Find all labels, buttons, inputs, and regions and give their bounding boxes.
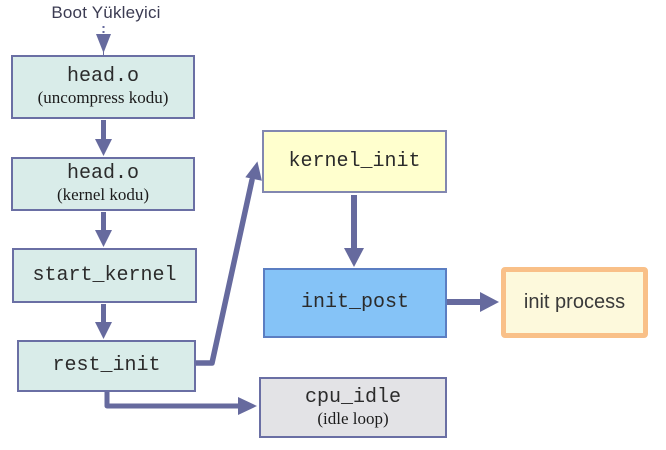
boot-loader-label: Boot Yükleyici xyxy=(51,3,161,22)
node-label: start_kernel xyxy=(32,263,177,287)
node-label: head.o xyxy=(66,162,139,186)
arrow-bootloader-to-head xyxy=(96,26,111,55)
node-kernel-init: kernel_init xyxy=(262,130,447,193)
arrow-restinit-to-cpuidle xyxy=(104,388,257,415)
arrow-head2-to-startkernel xyxy=(95,212,112,247)
arrow-head1-to-head2 xyxy=(95,120,112,156)
arrow-startkernel-to-restinit xyxy=(95,304,112,339)
node-label: init_post xyxy=(300,291,410,314)
node-start-kernel: start_kernel xyxy=(12,248,197,303)
node-init-post: init_post xyxy=(263,268,447,338)
node-head-uncompress: head.o (uncompress kodu) xyxy=(11,55,195,119)
node-rest-init: rest_init xyxy=(17,340,196,392)
node-label: cpu_idle xyxy=(304,385,401,409)
arrow-restinit-to-kernelinit xyxy=(193,161,262,366)
arrow-kernelinit-to-initpost xyxy=(344,195,364,267)
arrow-initpost-to-initprocess xyxy=(447,292,499,312)
node-head-kernel: head.o (kernel kodu) xyxy=(11,157,195,211)
node-sublabel: (idle loop) xyxy=(317,408,389,428)
node-cpu-idle: cpu_idle (idle loop) xyxy=(259,377,447,438)
node-label: kernel_init xyxy=(288,149,421,173)
node-sublabel: (uncompress kodu) xyxy=(37,88,169,108)
node-label: head.o xyxy=(66,65,139,89)
node-init-process: init process xyxy=(501,267,648,338)
node-label: init process xyxy=(523,291,626,313)
node-label: rest_init xyxy=(52,354,161,377)
node-sublabel: (kernel kodu) xyxy=(56,185,150,205)
